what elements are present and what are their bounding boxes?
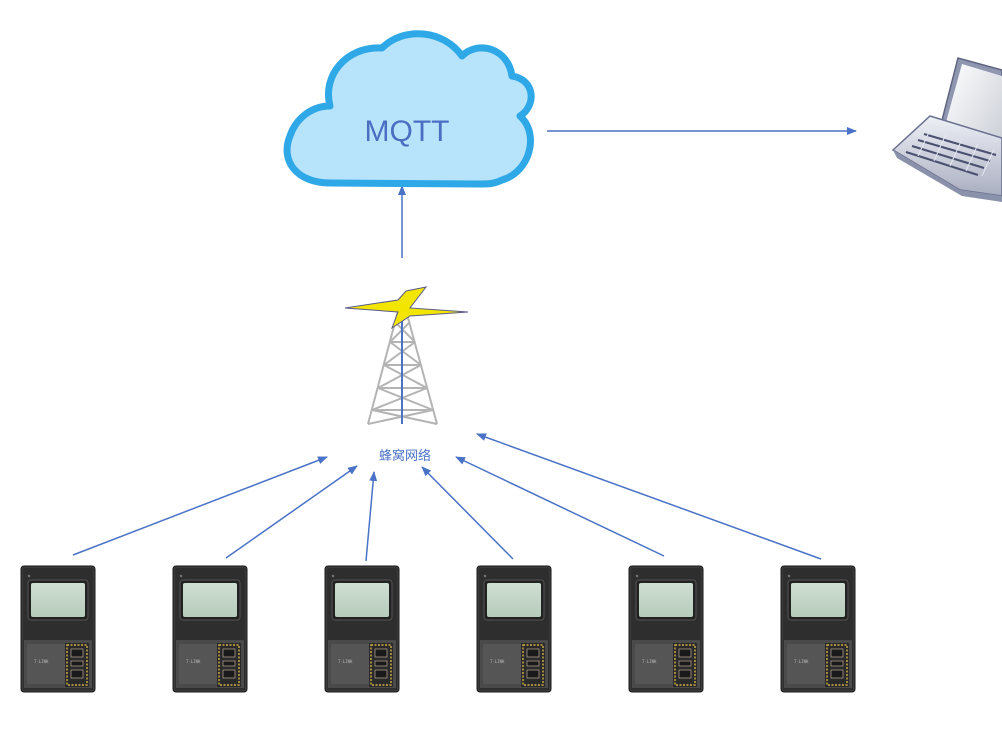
connections xyxy=(72,127,857,562)
device-tag: T-LINK xyxy=(34,659,49,664)
device-tag: T-LINK xyxy=(186,659,201,664)
device-tag: T-LINK xyxy=(794,659,809,664)
arrow-device-6-to-tower xyxy=(476,433,822,560)
cell-tower-icon xyxy=(344,286,469,425)
device-2: T-LINK xyxy=(172,565,248,693)
device-tag: T-LINK xyxy=(338,659,353,664)
terminal-device-icon xyxy=(780,565,856,693)
terminal-device-icon xyxy=(172,565,248,693)
arrow-device-5-to-tower xyxy=(455,456,665,557)
device-row: T-LINK T-LINK T-LINK T-LINK T-LINK T-LIN… xyxy=(20,565,856,693)
device-3: T-LINK xyxy=(324,565,400,693)
arrow-device-4-to-tower xyxy=(421,466,514,560)
terminal-device-icon xyxy=(324,565,400,693)
cloud-label: MQTT xyxy=(365,115,450,148)
arrow-device-1-to-tower xyxy=(72,456,328,556)
arrow-device-2-to-tower xyxy=(225,465,358,559)
lightning-bolt-icon xyxy=(344,286,469,330)
device-5: T-LINK xyxy=(628,565,704,693)
device-1: T-LINK xyxy=(20,565,96,693)
terminal-device-icon xyxy=(20,565,96,693)
laptop-icon xyxy=(891,57,1002,202)
laptop xyxy=(891,57,1002,202)
cloud-icon xyxy=(283,30,535,188)
cellular-network-label: 蜂窝网络 xyxy=(379,448,431,464)
device-tag: T-LINK xyxy=(642,659,657,664)
arrow-device-3-to-tower xyxy=(365,471,378,562)
device-4: T-LINK xyxy=(476,565,552,693)
terminal-device-icon xyxy=(476,565,552,693)
mqtt-cloud: MQTT xyxy=(283,30,535,188)
cell-tower: 蜂窝网络 xyxy=(344,286,469,464)
terminal-device-icon xyxy=(628,565,704,693)
device-6: T-LINK xyxy=(780,565,856,693)
device-tag: T-LINK xyxy=(490,659,505,664)
